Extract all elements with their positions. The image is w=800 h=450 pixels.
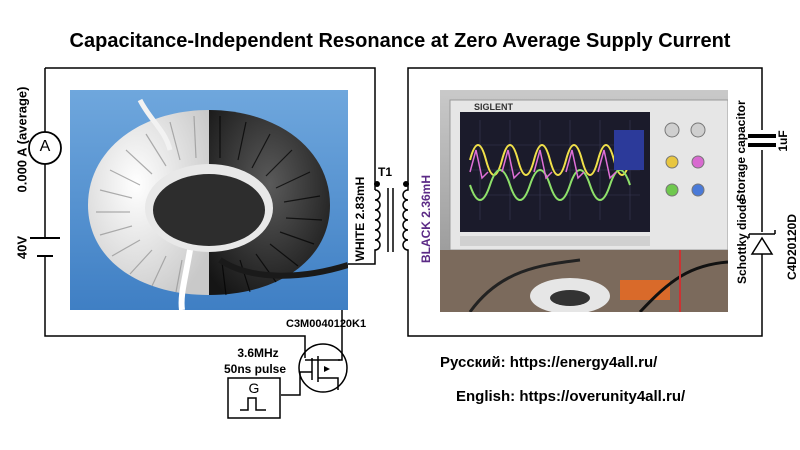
ammeter-icon xyxy=(28,131,62,165)
mosfet-drain xyxy=(338,336,343,361)
ammeter-symbol: A xyxy=(39,138,51,155)
diode-icon xyxy=(750,236,774,255)
mosfet-channel xyxy=(305,356,340,390)
scope-brand: SIGLENT xyxy=(474,102,514,112)
primary-coil-icon xyxy=(341,189,381,336)
generator-symbol: G xyxy=(248,380,260,396)
mosfet-icon xyxy=(298,343,348,393)
ammeter-reading: 0.000 A (average) xyxy=(14,86,30,193)
primary-winding-label: WHITE 2.83mH xyxy=(353,176,367,262)
left-loop-wire xyxy=(44,67,376,358)
page-title: Capacitance-Independent Resonance at Zer… xyxy=(69,30,731,52)
secondary-coil-icon xyxy=(402,188,409,252)
mosfet-arrow xyxy=(324,366,330,372)
supply-voltage: 40V xyxy=(14,235,30,260)
mosfet-gate-wire xyxy=(281,371,312,396)
mosfet-part-number: C3M0040120K1 xyxy=(286,318,367,330)
diode-bar-icon xyxy=(748,230,776,238)
diode-part-number: C4D20120D xyxy=(785,213,799,281)
generator-pulse: 50ns pulse xyxy=(223,362,287,376)
right-loop-wire xyxy=(407,67,763,337)
secondary-winding-label: BLACK 2.36mH xyxy=(419,174,433,264)
capacitor-value: 1uF xyxy=(776,130,790,152)
generator-frequency: 3.6MHz xyxy=(237,346,279,360)
transformer-name: T1 xyxy=(378,165,393,179)
russian-link[interactable]: Русский: https://energy4all.ru/ xyxy=(440,354,658,371)
primary-dot-icon xyxy=(374,181,380,187)
pulse-icon xyxy=(240,397,266,411)
toroid-photo xyxy=(70,90,348,310)
secondary-dot-icon xyxy=(403,181,409,187)
oscilloscope-photo: SIGLENT xyxy=(440,90,728,312)
english-link[interactable]: English: https://overunity4all.ru/ xyxy=(456,388,686,405)
generator-box xyxy=(227,377,281,419)
diode-label: Schottky diode xyxy=(735,198,749,285)
